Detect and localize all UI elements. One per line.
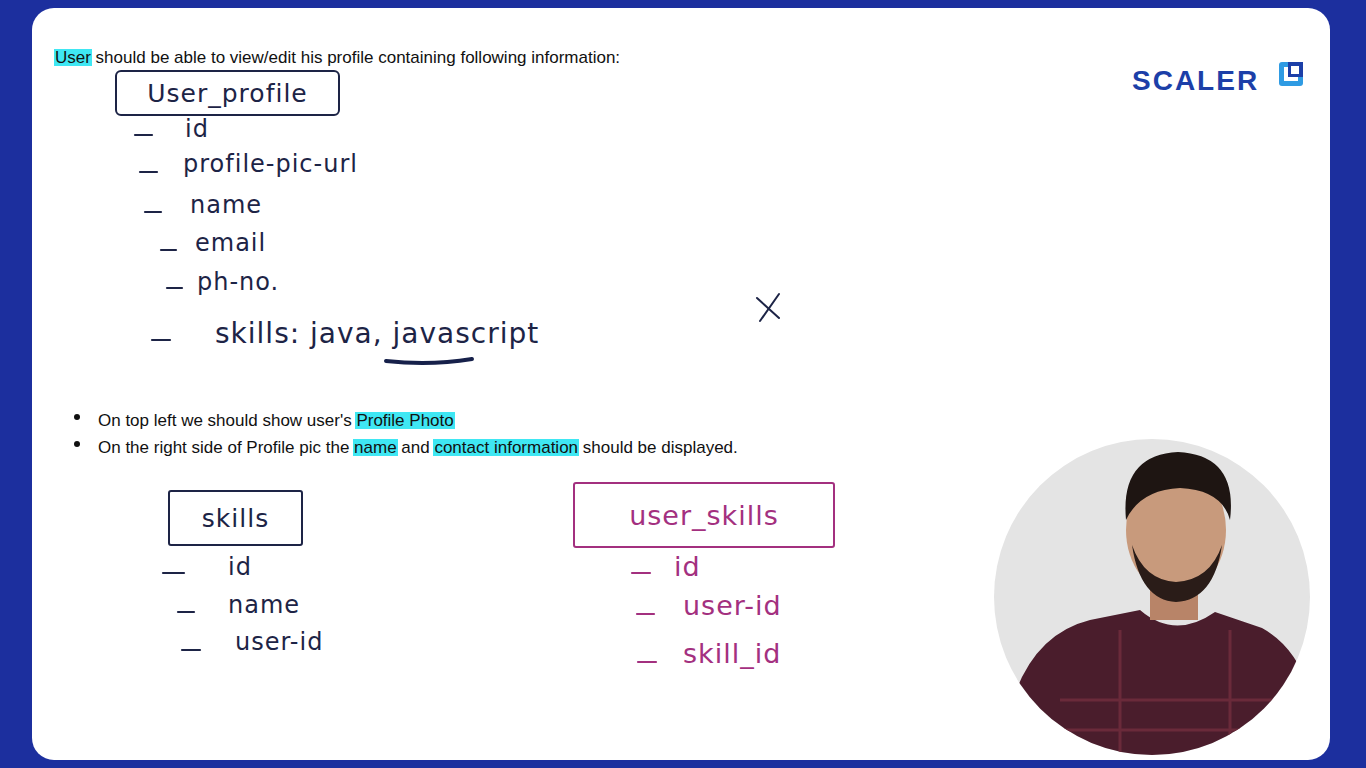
field-name: skill_id (683, 638, 781, 670)
table-name: user_skills (629, 500, 779, 531)
table-box: user_skills (573, 482, 835, 548)
field-name: skills: java, javascript (215, 317, 539, 351)
field-name: id (674, 551, 701, 583)
logo-text: SCALER (1132, 59, 1259, 104)
field-name: email (195, 229, 266, 258)
bullet-text: On top left we should show user's Profil… (98, 407, 454, 434)
field-name: name (228, 591, 300, 620)
table-name: User_profile (147, 79, 307, 108)
bullet-text: On the right side of Profile pic the nam… (98, 434, 788, 461)
field-name: user-id (683, 590, 782, 622)
field-name: id (228, 553, 252, 582)
underline (386, 359, 472, 363)
table-box: User_profile (115, 70, 340, 116)
field-name: ph-no. (197, 268, 279, 297)
purple-dashes (632, 573, 656, 662)
field-name: name (190, 191, 262, 220)
cross-mark (757, 294, 779, 321)
presenter-video (994, 439, 1320, 768)
requirement-text: User should be able to view/edit his pro… (55, 44, 620, 71)
table-box: skills (168, 490, 303, 546)
scaler-logo-icon (1279, 62, 1303, 86)
table-name: skills (202, 504, 269, 533)
field-name: user-id (235, 628, 323, 657)
field-name: id (185, 115, 209, 144)
bullets (74, 414, 80, 447)
field-name: profile-pic-url (183, 150, 358, 179)
